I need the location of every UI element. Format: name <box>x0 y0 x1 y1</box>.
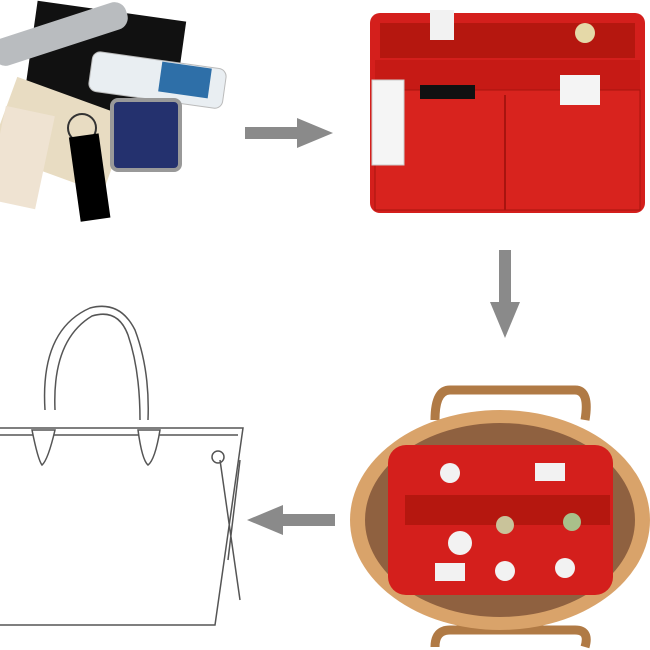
bag-with-organizer-photo <box>350 385 650 650</box>
right-arrow-icon <box>245 118 335 148</box>
red-organizer-photo <box>360 5 650 215</box>
loose-cosmetics-photo <box>0 0 235 235</box>
left-arrow-icon <box>245 505 335 535</box>
tote-bag-outline-drawing <box>0 300 250 630</box>
down-arrow-icon <box>490 250 520 340</box>
